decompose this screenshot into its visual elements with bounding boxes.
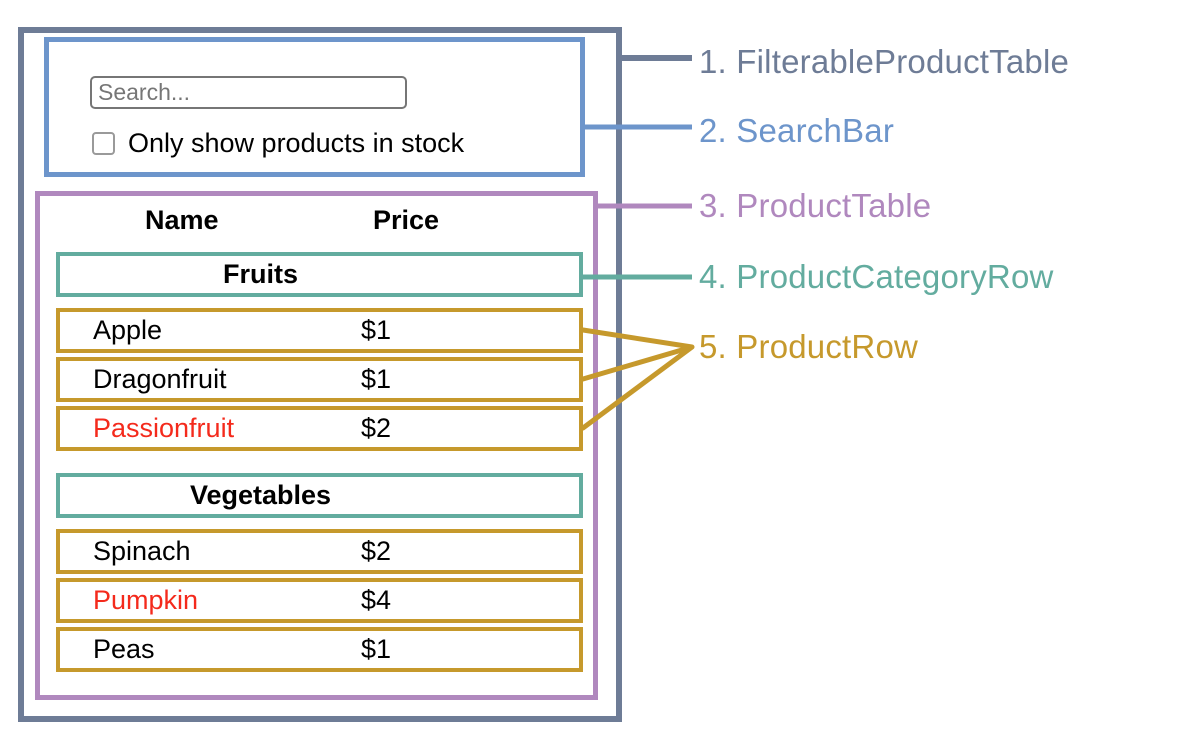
- product-price: $1: [361, 634, 392, 664]
- product-row: Spinach $2: [56, 529, 583, 574]
- in-stock-checkbox[interactable]: [92, 132, 115, 155]
- annotation-label-3: 3. ProductTable: [699, 187, 931, 225]
- product-name: Peas: [93, 634, 155, 664]
- annotation-number: 1.: [699, 43, 727, 80]
- annotation-name: ProductRow: [736, 328, 919, 365]
- product-table-header-row: Name Price: [56, 198, 583, 242]
- column-header-name: Name: [145, 205, 219, 235]
- product-name: Apple: [93, 315, 163, 345]
- product-price: $1: [361, 364, 392, 394]
- product-price: $4: [361, 585, 392, 615]
- product-row: Peas $1: [56, 627, 583, 672]
- product-category-label: Vegetables: [189, 480, 332, 510]
- product-price: $2: [361, 413, 392, 443]
- in-stock-checkbox-label: Only show products in stock: [128, 128, 465, 158]
- product-category-label: Fruits: [222, 259, 298, 289]
- annotation-number: 3.: [699, 187, 727, 224]
- in-stock-filter-row[interactable]: Only show products in stock: [92, 128, 464, 159]
- product-price: $1: [361, 315, 392, 345]
- product-row: Passionfruit $2: [56, 406, 583, 451]
- product-row: Apple $1: [56, 308, 583, 353]
- annotation-number: 4.: [699, 258, 727, 295]
- annotation-label-4: 4. ProductCategoryRow: [699, 258, 1054, 296]
- column-header-price: Price: [373, 205, 440, 235]
- annotation-label-2: 2. SearchBar: [699, 112, 894, 150]
- product-row: Pumpkin $4: [56, 578, 583, 623]
- product-category-row: Vegetables: [56, 473, 583, 518]
- annotation-name: ProductCategoryRow: [736, 258, 1054, 295]
- search-bar-frame: [44, 37, 585, 177]
- product-table-frame: [35, 191, 598, 700]
- annotation-name: SearchBar: [736, 112, 895, 149]
- annotation-label-5: 5. ProductRow: [699, 328, 918, 366]
- annotation-name: FilterableProductTable: [736, 43, 1070, 80]
- annotation-number: 5.: [699, 328, 727, 365]
- annotation-number: 2.: [699, 112, 727, 149]
- product-price: $2: [361, 536, 392, 566]
- annotation-label-1: 1. FilterableProductTable: [699, 43, 1069, 81]
- product-category-row: Fruits: [56, 252, 583, 297]
- product-name: Dragonfruit: [93, 364, 227, 394]
- product-row: Dragonfruit $1: [56, 357, 583, 402]
- search-input[interactable]: [90, 76, 407, 109]
- annotation-name: ProductTable: [736, 187, 932, 224]
- product-name: Passionfruit: [93, 413, 235, 443]
- product-name: Spinach: [93, 536, 191, 566]
- product-name: Pumpkin: [93, 585, 199, 615]
